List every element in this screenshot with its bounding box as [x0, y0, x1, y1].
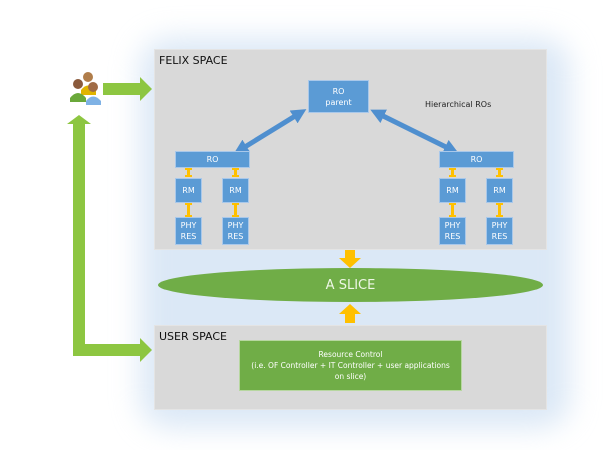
slice-ellipse[interactable]: A SLICE: [158, 268, 543, 302]
rm-node[interactable]: RM: [175, 178, 202, 203]
felix-space-title: FELIX SPACE: [159, 54, 228, 67]
ro-link-right-arrow: [370, 109, 459, 154]
ro-node-right[interactable]: RO: [439, 151, 514, 168]
rm-node[interactable]: RM: [222, 178, 249, 203]
felix-to-slice-arrow: [339, 250, 361, 268]
phy-res-line1: PHY: [227, 221, 244, 230]
ro-link-left-arrow: [233, 109, 307, 154]
ro-node-left-label: RO: [206, 155, 219, 164]
phy-res-line1: PHY: [491, 221, 508, 230]
resource-control-line2: (i.e. OF Controller + IT Controller + us…: [251, 361, 450, 370]
rm-label: RM: [182, 186, 195, 195]
ro-parent-line1: RO: [332, 86, 345, 96]
user-space-panel: USER SPACE: [154, 325, 547, 410]
phy-res-node[interactable]: PHY RES: [175, 217, 202, 245]
phy-res-line2: RES: [180, 232, 197, 241]
phy-res-line2: RES: [444, 232, 461, 241]
resource-control-line1: Resource Control: [318, 350, 383, 359]
rm-label: RM: [446, 186, 459, 195]
resource-control-box[interactable]: Resource Control (i.e. OF Controller + I…: [239, 340, 462, 391]
users-group-icon: [70, 72, 101, 105]
user-space-title: USER SPACE: [159, 330, 227, 343]
resource-control-line3: on slice): [334, 372, 367, 381]
users-to-felix-arrow: [103, 77, 152, 101]
slice-label: A SLICE: [325, 277, 376, 293]
hierarchical-ros-label: Hierarchical ROs: [425, 100, 492, 109]
ro-parent-node[interactable]: RO parent: [308, 80, 369, 113]
rm-node[interactable]: RM: [486, 178, 513, 203]
user-to-slice-arrow: [339, 304, 361, 323]
phy-res-node[interactable]: PHY RES: [486, 217, 513, 245]
phy-res-node[interactable]: PHY RES: [439, 217, 466, 245]
yellow-connectors: [185, 168, 503, 217]
phy-res-line2: RES: [227, 232, 244, 241]
phy-res-line1: PHY: [180, 221, 197, 230]
ro-parent-line2: parent: [325, 97, 352, 107]
rm-node[interactable]: RM: [439, 178, 466, 203]
phy-res-line2: RES: [491, 232, 508, 241]
rm-label: RM: [229, 186, 242, 195]
ro-node-left[interactable]: RO: [175, 151, 250, 168]
rm-label: RM: [493, 186, 506, 195]
phy-res-line1: PHY: [444, 221, 461, 230]
user-space-to-users-arrow: [67, 115, 152, 362]
phy-res-node[interactable]: PHY RES: [222, 217, 249, 245]
ro-node-right-label: RO: [470, 155, 483, 164]
